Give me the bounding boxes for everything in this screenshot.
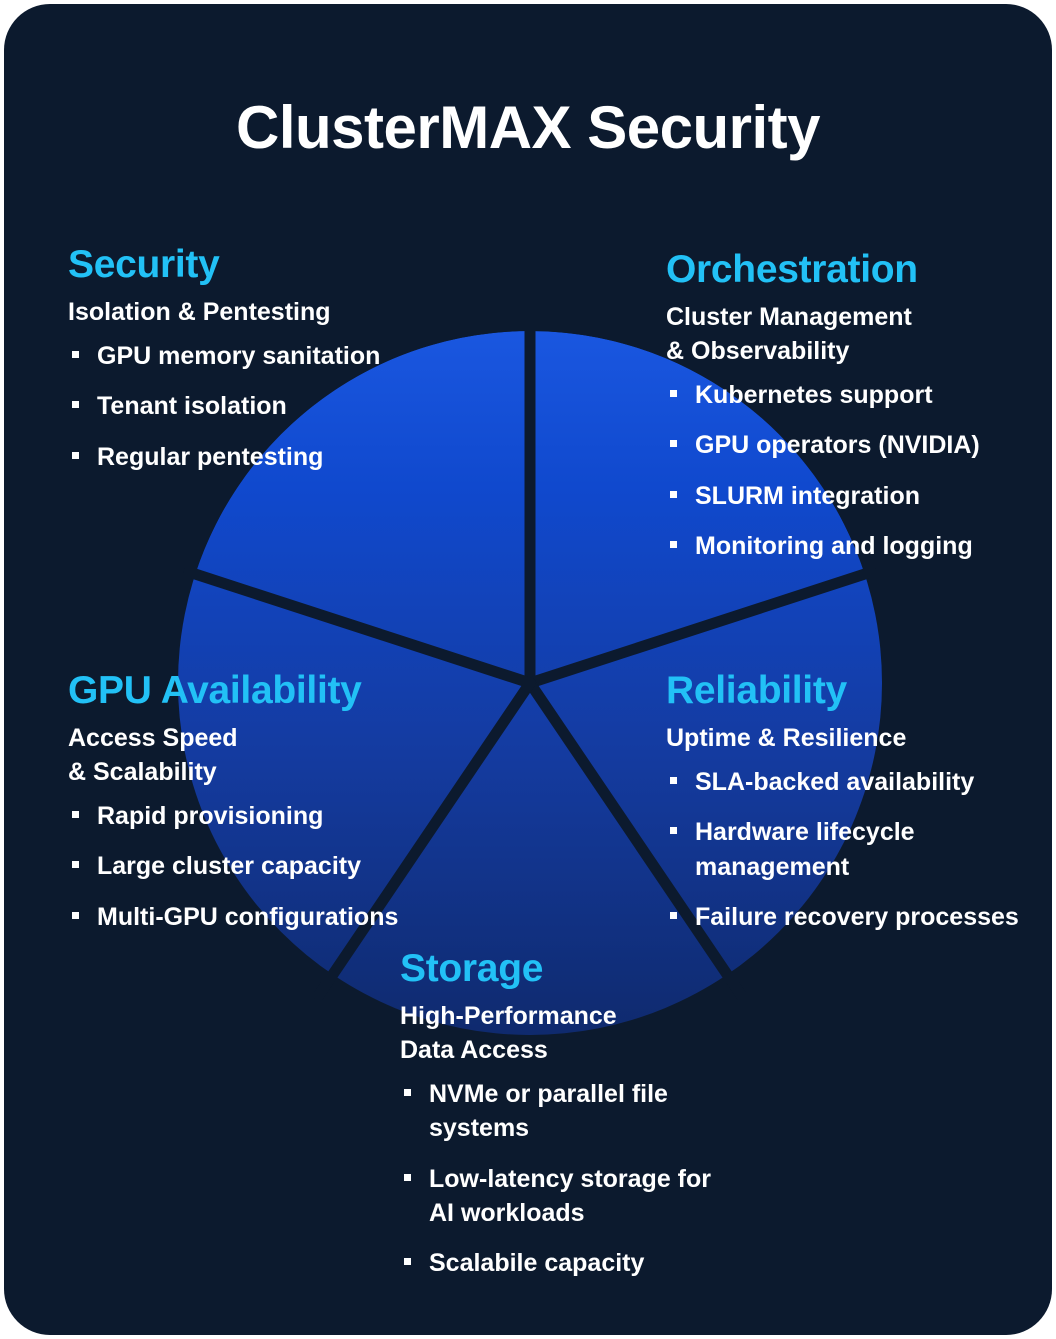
list-item-label: GPU operators (NVIDIA) [695, 431, 980, 460]
bullet-square-icon [404, 1258, 411, 1266]
list-item-label: Failure recovery processes [695, 902, 1019, 931]
bullet-square-icon [670, 777, 677, 785]
list-item: GPU memory sanitation [68, 339, 468, 373]
list-item: Large cluster capacity [68, 849, 448, 883]
bullet-square-icon [72, 911, 79, 919]
section-gpu-availability: GPU Availability Access Speed& Scalabili… [68, 669, 448, 934]
bullet-square-icon [670, 440, 677, 448]
list-item-label: GPU memory sanitation [97, 342, 381, 371]
list-item: GPU operators (NVIDIA) [666, 428, 1046, 462]
list-item: Monitoring and logging [666, 529, 1046, 563]
list-item-label: Hardware lifecycle management [695, 818, 915, 881]
bullet-square-icon [670, 390, 677, 398]
bullet-square-icon [72, 811, 79, 819]
section-subtitle-gpu-availability: Access Speed& Scalability [68, 724, 238, 787]
list-item: Regular pentesting [68, 440, 468, 474]
bullet-square-icon [72, 451, 79, 459]
section-heading-reliability: Reliability [666, 669, 847, 712]
list-item: SLA-backed availability [666, 765, 1046, 799]
list-item-label: SLURM integration [695, 481, 920, 510]
bullet-list-storage: NVMe or parallel file systems Low-latenc… [400, 1077, 730, 1280]
list-item-label: Large cluster capacity [97, 852, 362, 881]
section-heading-orchestration: Orchestration [666, 248, 918, 291]
bullet-list-gpu-availability: Rapid provisioning Large cluster capacit… [68, 799, 448, 934]
infographic-card: ClusterMAX Security Security Isolation &… [4, 4, 1052, 1335]
section-security: Security Isolation & Pentesting GPU memo… [68, 243, 468, 474]
section-heading-security: Security [68, 243, 220, 286]
list-item: Scalabile capacity [400, 1246, 730, 1280]
bullet-square-icon [670, 827, 677, 835]
section-heading-gpu-availability: GPU Availability [68, 669, 362, 712]
section-subtitle-security: Isolation & Pentesting [68, 298, 331, 327]
bullet-square-icon [72, 401, 79, 409]
bullet-list-security: GPU memory sanitation Tenant isolation R… [68, 339, 468, 474]
list-item: Multi-GPU configurations [68, 900, 448, 934]
list-item: Low-latency storage for AI workloads [400, 1162, 730, 1231]
section-subtitle-orchestration: Cluster Management& Observability [666, 303, 912, 366]
list-item-label: Tenant isolation [97, 392, 287, 421]
bullet-square-icon [670, 490, 677, 498]
bullet-list-orchestration: Kubernetes support GPU operators (NVIDIA… [666, 378, 1046, 563]
list-item: Hardware lifecycle management [666, 815, 1046, 884]
bullet-square-icon [72, 351, 79, 359]
bullet-list-reliability: SLA-backed availability Hardware lifecyc… [666, 765, 1046, 934]
list-item-label: Kubernetes support [695, 381, 933, 410]
bullet-square-icon [670, 540, 677, 548]
list-item-label: Regular pentesting [97, 442, 324, 471]
bullet-square-icon [670, 911, 677, 919]
section-heading-storage: Storage [400, 947, 544, 990]
list-item: NVMe or parallel file systems [400, 1077, 730, 1146]
list-item: Failure recovery processes [666, 900, 1046, 934]
list-item: Tenant isolation [68, 389, 468, 423]
page-title: ClusterMAX Security [236, 94, 821, 161]
list-item: Rapid provisioning [68, 799, 448, 833]
list-item-label: NVMe or parallel file systems [429, 1080, 668, 1143]
list-item-label: Low-latency storage for AI workloads [429, 1164, 711, 1227]
bullet-square-icon [72, 861, 79, 869]
list-item: Kubernetes support [666, 378, 1046, 412]
list-item-label: Monitoring and logging [695, 531, 973, 560]
list-item-label: SLA-backed availability [695, 768, 975, 797]
list-item: SLURM integration [666, 479, 1046, 513]
list-item-label: Scalabile capacity [429, 1249, 645, 1278]
bullet-square-icon [404, 1089, 411, 1097]
list-item-label: Multi-GPU configurations [97, 902, 399, 931]
list-item-label: Rapid provisioning [97, 802, 324, 831]
section-reliability: Reliability Uptime & Resilience SLA-back… [666, 669, 1046, 934]
section-orchestration: Orchestration Cluster Management& Observ… [666, 248, 1046, 563]
bullet-square-icon [404, 1173, 411, 1181]
section-subtitle-reliability: Uptime & Resilience [666, 724, 907, 753]
